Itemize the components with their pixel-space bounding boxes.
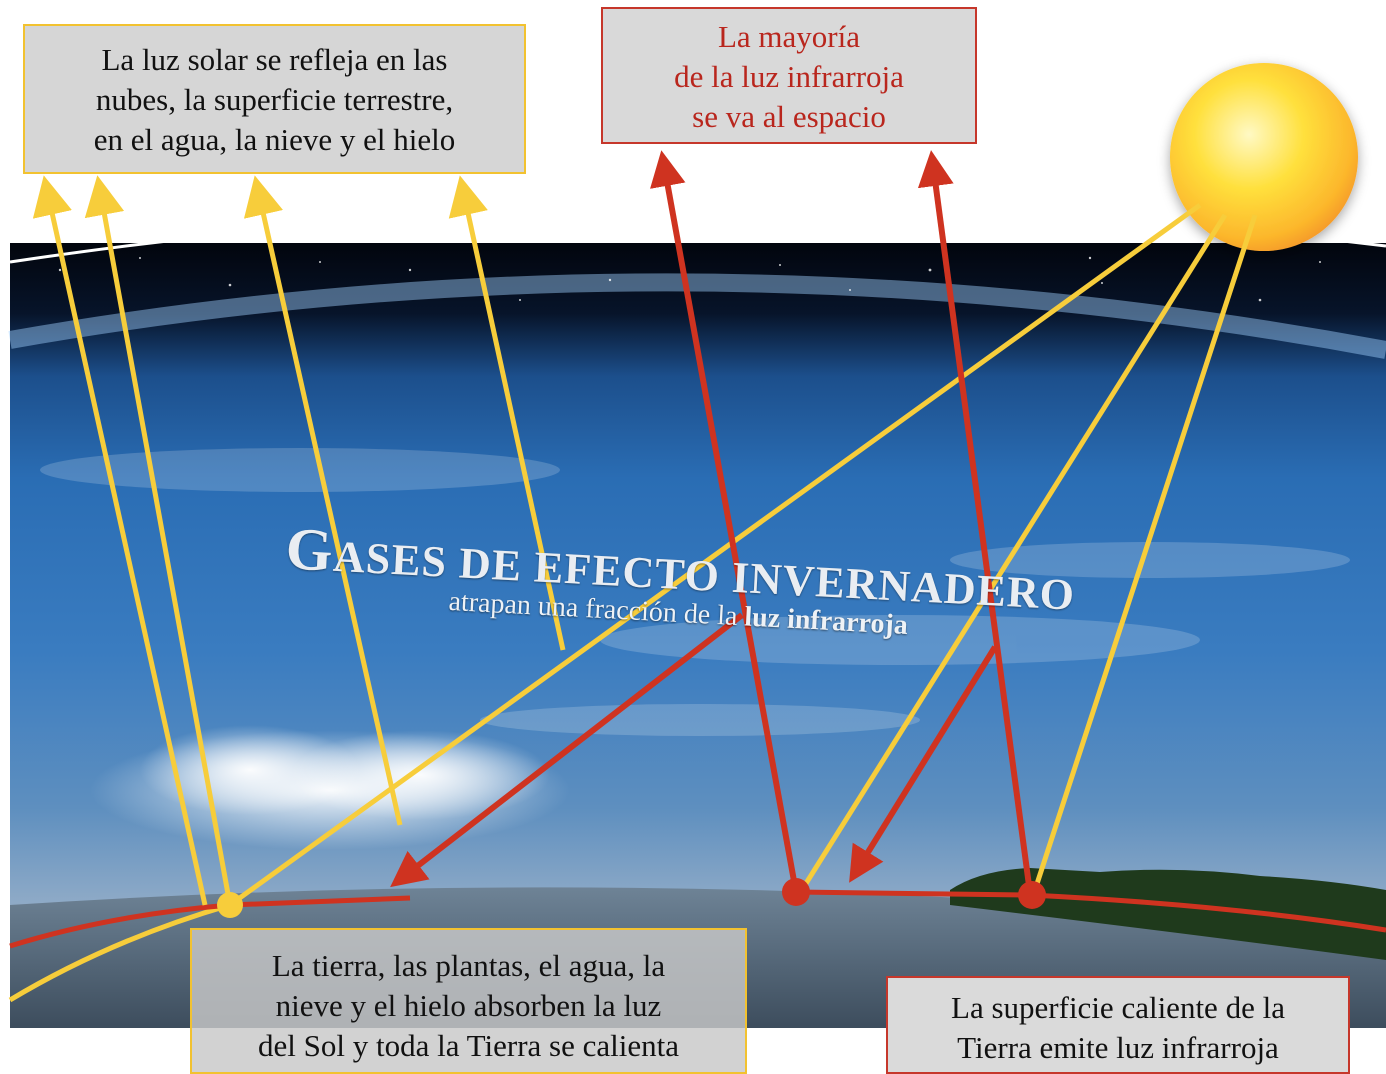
stars: [58, 256, 1321, 302]
infrared-ray-trapped-2: [849, 645, 998, 883]
sunlight-ray-incoming-2: [797, 213, 1228, 895]
space-line-1: La mayoría: [717, 19, 860, 54]
sunlight-ray-incoming-3: [1031, 214, 1258, 894]
space-line-3: se va al espacio: [692, 99, 886, 134]
sunlight-ray-reflected-2: [32, 175, 208, 906]
infrared-ray-trapped-1: [390, 612, 744, 888]
absorption-label-box: La tierra, las plantas, el agua, la niev…: [190, 928, 747, 1074]
emission-point-2: [1018, 881, 1046, 909]
atmosphere-rim: [9, 205, 1386, 264]
emission-line-2: Tierra emite luz infrarroja: [957, 1030, 1279, 1065]
forest: [950, 868, 1386, 960]
sunlight-rays: [32, 175, 1258, 910]
emission-label-box: La superficie caliente de la Tierra emit…: [886, 976, 1350, 1074]
infrared-rays: [390, 150, 1033, 894]
absorption-point: [217, 892, 243, 918]
space-line-2: de la luz infrarroja: [674, 59, 904, 94]
reflection-line-2: nubes, la superficie terrestre,: [95, 82, 454, 117]
sun-icon: [1170, 63, 1358, 251]
absorption-line-2: nieve y el hielo absorben la luz: [275, 988, 662, 1023]
surface-line-left-red: [9, 895, 411, 949]
infrared-ray-to-space-2: [917, 150, 1033, 894]
infrared-ray-to-space-1: [650, 150, 799, 893]
absorption-line-1: La tierra, las plantas, el agua, la: [271, 948, 666, 983]
reflection-line-3: en el agua, la nieve y el hielo: [93, 122, 456, 157]
cloud: [90, 725, 570, 850]
surface-line-left: [8, 902, 231, 1003]
emission-point-1: [782, 878, 810, 906]
reflection-line-1: La luz solar se refleja en las: [101, 42, 448, 77]
sunlight-ray-reflected-3: [243, 175, 403, 826]
infrared-to-space-label-box: La mayoría de la luz infrarroja se va al…: [601, 7, 977, 144]
atmosphere-glow: [8, 273, 1386, 359]
emission-line-1: La superficie caliente de la: [951, 990, 1285, 1025]
absorption-line-3: del Sol y toda la Tierra se calienta: [258, 1028, 679, 1063]
reflection-label-box: La luz solar se refleja en las nubes, la…: [23, 24, 526, 174]
surface-line-right-red: [795, 889, 1386, 933]
sunlight-ray-reflected-4: [448, 175, 566, 651]
